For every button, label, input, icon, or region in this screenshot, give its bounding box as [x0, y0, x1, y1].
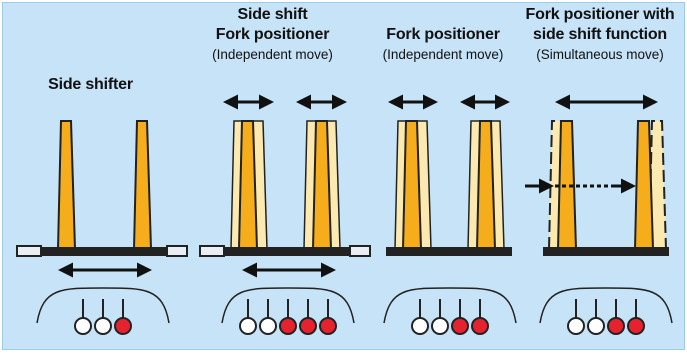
lever-knob-on — [114, 317, 132, 335]
panel-4-subtitle: (Simultaneous move) — [536, 47, 664, 62]
carriage-end-right — [349, 245, 371, 257]
lever-housing — [539, 287, 673, 324]
diagram-frame: Side shifter Side shift Fork positioner … — [2, 2, 685, 350]
panel-4-title-line2: side shift function — [533, 26, 667, 43]
lever-group — [74, 299, 132, 335]
lever-knob-off — [431, 317, 449, 335]
panel-1-title: Side shifter — [48, 76, 133, 93]
fork-left — [401, 120, 423, 250]
fork-bar — [41, 247, 167, 256]
lever-knob-on — [471, 317, 489, 335]
panel-3-subtitle: (Independent move) — [382, 47, 504, 62]
fork-right — [311, 120, 333, 250]
panel-4-drawing — [525, 94, 673, 335]
lever-knob-on — [607, 317, 625, 335]
fork-left — [556, 120, 578, 250]
fork-left — [56, 120, 77, 250]
lever-knob-off — [411, 317, 429, 335]
panel-2-title-line2: Fork positioner — [215, 26, 330, 43]
panel-3-drawing — [383, 94, 517, 335]
panel-1-drawing — [16, 120, 188, 335]
fork-right — [633, 120, 655, 250]
lever-knob-off — [94, 317, 112, 335]
carriage-end-right — [166, 245, 188, 257]
panel-4-title-line1: Fork positioner with — [525, 6, 675, 23]
carriage-end-left — [16, 245, 42, 257]
fork-left — [237, 120, 259, 250]
lever-knob-on — [319, 317, 337, 335]
lever-knob-off — [239, 317, 257, 335]
lever-housing — [383, 287, 517, 324]
carriage-end-left — [199, 245, 225, 257]
fork-bar — [386, 247, 512, 256]
forklift-attachment-drawing — [16, 94, 673, 335]
lever-group — [567, 299, 645, 335]
panel-2-title-block: Side shift Fork positioner (Independent … — [200, 3, 345, 123]
panel-4-title-block: Fork positioner with side shift function… — [511, 3, 687, 123]
lever-knob-off — [74, 317, 92, 335]
panel-2-drawing — [199, 94, 371, 335]
lever-knob-on — [451, 317, 469, 335]
lever-knob-on — [299, 317, 317, 335]
lever-group — [411, 299, 489, 335]
panel-2-subtitle: (Independent move) — [212, 47, 333, 62]
lever-knob-off — [259, 317, 277, 335]
fork-bar — [224, 247, 350, 256]
lever-knob-on — [627, 317, 645, 335]
fork-right — [475, 120, 497, 250]
lever-knob-off — [587, 317, 605, 335]
fork-bar — [543, 247, 669, 256]
fork-right — [132, 120, 153, 250]
lever-group — [239, 299, 337, 335]
lever-housing — [36, 287, 170, 324]
panel-2-title-line1: Side shift — [237, 6, 308, 23]
panel-3-title-block: Fork positioner (Independent move) — [373, 3, 513, 123]
lever-housing — [221, 287, 355, 324]
panel-3-title: Fork positioner — [386, 26, 500, 43]
panel-1-title-block: Side shifter — [23, 3, 158, 123]
lever-knob-off — [567, 317, 585, 335]
lever-knob-on — [279, 317, 297, 335]
